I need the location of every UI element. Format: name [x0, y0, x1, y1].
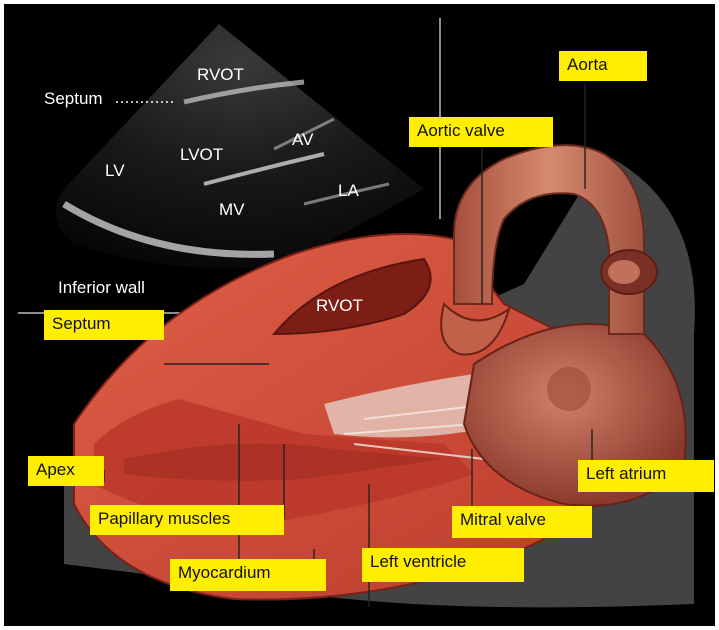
echo-label-mv: MV [219, 201, 245, 218]
label-left-ventricle: Left ventricle [362, 548, 524, 582]
echo-label-lvot: LVOT [180, 146, 223, 163]
label-apex: Apex [28, 456, 104, 486]
label-septum: Septum [44, 310, 164, 340]
echo-label-lv: LV [105, 162, 125, 179]
echo-label-septum: Septum [44, 90, 103, 107]
echocardiogram-image [56, 24, 424, 269]
label-papillary-muscles: Papillary muscles [90, 505, 284, 535]
echo-label-rvot: RVOT [197, 66, 244, 83]
echo-label-inferior-wall: Inferior wall [58, 279, 145, 296]
label-left-atrium: Left atrium [578, 460, 714, 492]
anatomy-label-rvot: RVOT [316, 297, 363, 314]
echo-label-av: AV [292, 131, 313, 148]
label-aorta: Aorta [559, 51, 647, 81]
diagram-canvas: RVOT Septum LV LVOT AV LA MV Inferior wa… [4, 4, 715, 626]
label-mitral-valve: Mitral valve [452, 506, 592, 538]
label-aortic-valve: Aortic valve [409, 117, 553, 147]
echo-label-la: LA [338, 182, 359, 199]
label-myocardium: Myocardium [170, 559, 326, 591]
